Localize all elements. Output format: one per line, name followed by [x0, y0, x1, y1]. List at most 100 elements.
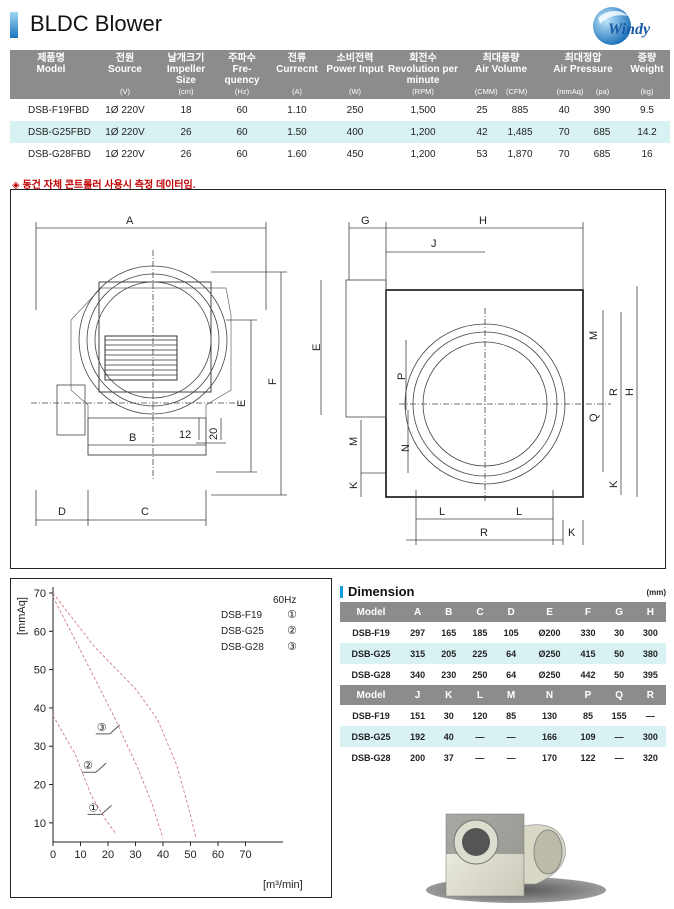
- y-tick-label: 60: [34, 626, 46, 638]
- dimension-value-cell: 200: [410, 752, 426, 763]
- dimension-value-cell: Ø200: [538, 627, 561, 638]
- dim-label-k-left: K: [348, 481, 360, 489]
- technical-drawing: A B C D E F 12 20: [10, 189, 666, 569]
- y-tick-label: 20: [34, 780, 46, 792]
- dimension-value-cell: —: [495, 726, 527, 747]
- spec-value-cell: 450: [346, 148, 364, 160]
- dim-label-j: J: [431, 238, 437, 250]
- dim-label-g: G: [361, 215, 370, 227]
- dimension-value-cell: R: [634, 685, 666, 705]
- dimension-model-cell: DSB-G28: [351, 752, 391, 763]
- spec-header-english: Impeller Size: [166, 64, 206, 86]
- dimension-value-cell: 122: [580, 752, 596, 763]
- dim-label-r-bottom: R: [480, 527, 488, 539]
- dim-label-k-right: K: [608, 480, 620, 488]
- dim-label-m-right: M: [588, 331, 600, 340]
- dimension-value-cell: G: [603, 602, 635, 622]
- x-tick-label: 60: [212, 849, 224, 861]
- dimension-value-cell: —: [506, 752, 516, 763]
- dimension-value-cell: —: [603, 726, 635, 747]
- dimension-value-cell: 340: [410, 669, 426, 680]
- dimension-value-cell: 442: [580, 669, 596, 680]
- front-view: [31, 222, 287, 526]
- spec-header-korean: 중량: [637, 53, 657, 64]
- dim-label-e-front: E: [236, 400, 248, 407]
- chart-series: ①②③: [52, 592, 197, 839]
- spec-header-unit: (A): [292, 87, 302, 96]
- side-view-labels: G H J E P M N K L L R K M Q R H K: [311, 215, 636, 539]
- dimension-value-cell: L: [464, 685, 496, 705]
- dimension-value-cell: 165: [441, 627, 457, 638]
- spec-value-cell: 1Ø 220V: [105, 148, 145, 160]
- series-line-dsb-g25: [52, 596, 164, 839]
- spec-value: 1,870: [507, 148, 533, 160]
- dim-label-k-bottom: K: [568, 527, 576, 539]
- legend-series-marker: ①: [287, 608, 297, 621]
- dim-label-e-side: E: [311, 344, 323, 351]
- dimension-value-cell: 395: [642, 669, 658, 680]
- spec-header-english: Air Volume: [474, 64, 528, 75]
- spec-header-korean: 제품명: [37, 53, 65, 64]
- measurement-note: ◈ 동건 자체 콘트롤러 사용시 측정 데이터임.: [12, 180, 196, 191]
- spec-value-cell: 26: [180, 148, 192, 160]
- spec-value-cell: 1.10: [287, 104, 307, 116]
- y-axis-label: [mmAq]: [16, 597, 28, 635]
- dimension-value-cell: 300: [634, 726, 666, 747]
- spec-header-unit: (V): [120, 87, 130, 96]
- dimension-value-cell: —: [475, 752, 485, 763]
- dimension-value-cell: 85: [506, 710, 517, 721]
- frequency-label: 60Hz: [273, 595, 296, 606]
- dim-label-m-left: M: [348, 437, 360, 446]
- dimension-model-cell: DSB-G28: [351, 669, 391, 680]
- series-marker-leader: [109, 724, 121, 735]
- dimension-model-cell: DSB-F19: [352, 710, 390, 721]
- dimension-value-cell: —: [614, 752, 624, 763]
- spec-value-cell: 70 685: [542, 121, 624, 143]
- x-tick-label: 50: [184, 849, 196, 861]
- dimension-accent-bar: [340, 586, 343, 598]
- spec-header-unit: (Hz): [234, 87, 250, 96]
- spec-value-cell: 26: [158, 121, 214, 143]
- spec-value-cell: 9.5: [640, 104, 654, 116]
- dim-label-c: C: [141, 506, 149, 518]
- spec-header-korean: 주파수: [228, 53, 256, 64]
- spec-value: 885: [511, 104, 529, 116]
- dimension-value-cell: 320: [642, 752, 658, 763]
- page-title: BLDC Blower: [30, 11, 163, 36]
- series-marker-label: ①: [89, 801, 99, 814]
- dim-label-12: 12: [179, 429, 191, 441]
- dimension-value-cell: 109: [572, 726, 604, 747]
- spec-value: 70: [558, 126, 570, 138]
- x-tick-label: 40: [157, 849, 169, 861]
- blower-photo-image: [426, 813, 606, 903]
- dimension-value-cell: P: [572, 685, 604, 705]
- spec-value: 390: [593, 104, 611, 116]
- brand-logo: Windy: [588, 4, 668, 48]
- legend-series-marker: ③: [287, 640, 297, 653]
- dimension-value-cell: 64: [506, 669, 517, 680]
- dimension-model-cell: Model: [340, 602, 402, 622]
- spec-header-unit: (RPM): [412, 87, 434, 96]
- spec-header-korean: 날개크기: [167, 53, 205, 64]
- dimension-value-cell: 40: [433, 726, 465, 747]
- spec-value-cell: 1Ø 220V: [92, 121, 158, 143]
- legend-series-name: DSB-G28: [221, 642, 264, 653]
- spec-value-cell: 18: [180, 104, 192, 116]
- spec-value: 685: [593, 126, 611, 138]
- spec-value: 685: [593, 148, 611, 160]
